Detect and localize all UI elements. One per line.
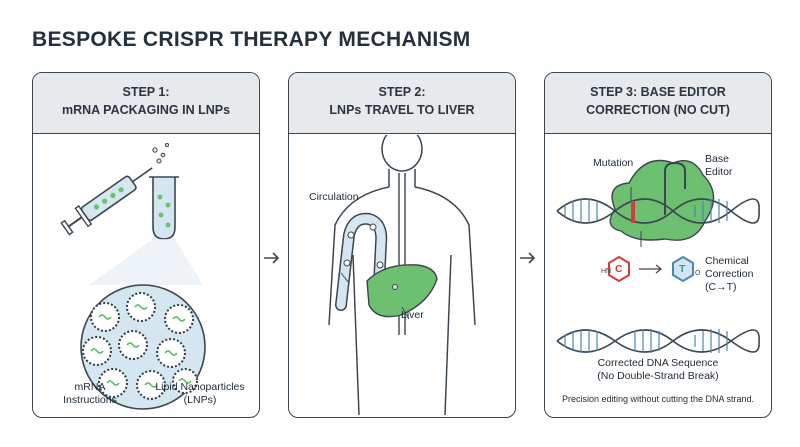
corrected-sequence-label: Corrected DNA Sequence (No Double-Strand… <box>597 357 719 382</box>
human-torso-icon <box>328 135 476 416</box>
mutation-label: Mutation <box>593 157 634 169</box>
base-c-label: C <box>615 263 623 275</box>
step-2-body: Circulation Liver <box>289 135 515 417</box>
step-2-header: STEP 2: LNPs TRAVEL TO LIVER <box>289 73 515 134</box>
step-3-header: STEP 3: BASE EDITOR CORRECTION (NO CUT) <box>545 73 771 134</box>
test-tube-icon <box>149 142 179 240</box>
chemical-correction-label: Chemical Correction (C→T) <box>705 255 754 293</box>
step-1-header: STEP 1: mRNA PACKAGING IN LNPs <box>33 73 259 134</box>
svg-text:HN: HN <box>601 268 611 275</box>
page-title: BESPOKE CRISPR THERAPY MECHANISM <box>32 28 471 51</box>
step-1-body: mRNA Instructions Lipid Nanoparticles (L… <box>33 135 259 417</box>
liver-icon <box>366 264 438 318</box>
arrow-right-icon <box>520 252 536 264</box>
syringe-icon <box>60 167 153 236</box>
step-1-panel: STEP 1: mRNA PACKAGING IN LNPs <box>32 72 260 418</box>
step-2-panel: STEP 2: LNPs TRAVEL TO LIVER <box>288 72 516 418</box>
step-2-heading-line1: STEP 2: <box>378 85 426 99</box>
step-1-heading-line2: mRNA PACKAGING IN LNPs <box>61 103 231 117</box>
arrow-right-icon <box>264 252 280 264</box>
step-3-heading-line1: STEP 3: BASE EDITOR <box>590 85 726 99</box>
step-3-heading-line2: CORRECTION (NO CUT) <box>586 103 730 117</box>
circulation-label: Circulation <box>309 191 359 203</box>
base-editor-label: Base Editor <box>705 153 733 178</box>
svg-text:O: O <box>695 270 701 277</box>
step-2-heading-line2: LNPs TRAVEL TO LIVER <box>329 103 475 117</box>
molecule-icon: HN O <box>601 255 701 283</box>
base-t-label: T <box>679 263 686 275</box>
mrna-label: mRNA Instructions <box>63 381 117 406</box>
step-3-body: HN O C T Mutation Base Editor Chemical C… <box>545 135 771 417</box>
dna-helix-icon <box>556 329 760 353</box>
liver-label: Liver <box>401 309 424 321</box>
step-1-heading-line1: STEP 1: <box>122 85 170 99</box>
lnp-magnified-circle <box>80 284 206 410</box>
caption-text: Precision editing without cutting the DN… <box>561 394 755 404</box>
blood-vessel-icon <box>335 212 388 311</box>
dna-helix-icon <box>556 198 760 224</box>
lnp-label: Lipid Nanoparticles (LNPs) <box>155 381 245 406</box>
step-3-panel: STEP 3: BASE EDITOR CORRECTION (NO CUT) <box>544 72 772 418</box>
base-editor-protein-icon <box>609 159 715 241</box>
